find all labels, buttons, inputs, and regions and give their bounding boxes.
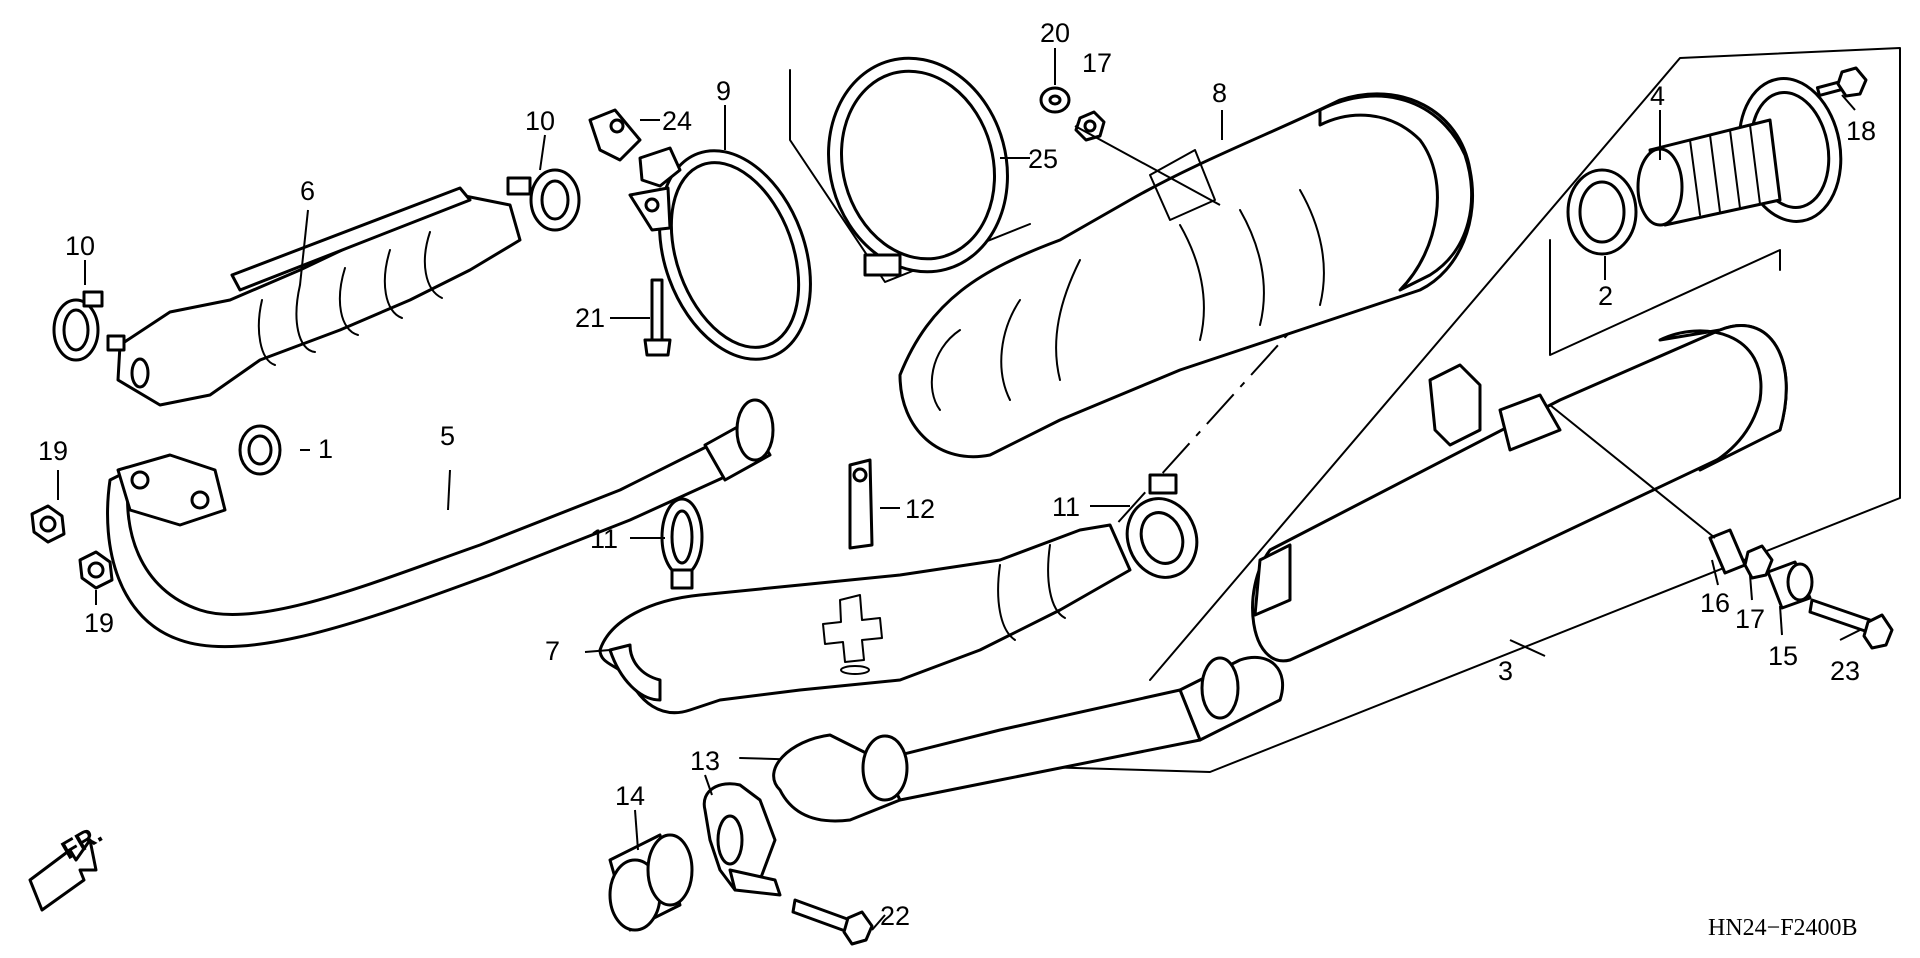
- hose-clamp-top: [506, 168, 581, 232]
- callout-11b: 11: [1052, 492, 1080, 522]
- callout-15: 15: [1768, 641, 1798, 671]
- rear-heat-shield: [598, 523, 1132, 715]
- exhaust-nut-lower: [78, 550, 114, 590]
- mount-bolt: [1808, 598, 1894, 650]
- callout-10a: 10: [65, 231, 95, 261]
- callout-22: 22: [880, 901, 910, 931]
- callout-16: 16: [1700, 588, 1730, 618]
- callout-19b: 19: [84, 608, 114, 638]
- pipe-clamp-right: [1125, 473, 1199, 579]
- callout-21: 21: [575, 303, 605, 333]
- callout-4: 4: [1650, 81, 1665, 111]
- spark-arrester: [1636, 77, 1843, 227]
- callout-7: 7: [545, 636, 560, 666]
- callout-8: 8: [1212, 78, 1227, 108]
- callout-labels: 1 2 3 4 5 6 7 8 9 10 10 11 11 12 13 14 1…: [38, 18, 1876, 931]
- hose-clamp-left: [52, 290, 104, 362]
- callout-23: 23: [1830, 656, 1860, 686]
- callout-9: 9: [716, 76, 731, 106]
- washer-top: [1039, 86, 1071, 114]
- callout-14: 14: [615, 781, 645, 811]
- muffler-protector: [898, 92, 1475, 459]
- muffler: [772, 324, 1788, 823]
- exhaust-pipe: [106, 398, 775, 649]
- callout-3: 3: [1498, 656, 1513, 686]
- callout-2: 2: [1598, 281, 1613, 311]
- callout-20: 20: [1040, 18, 1070, 48]
- callout-11a: 11: [590, 524, 618, 554]
- exhaust-nut-upper: [30, 504, 66, 544]
- pipe-clamp-left: [660, 497, 704, 590]
- muffler-band: [628, 146, 812, 361]
- drawing-code: HN24−F2400B: [1708, 915, 1858, 941]
- callout-25: 25: [1028, 144, 1058, 174]
- leader-lines: [57, 48, 1861, 931]
- clip-nut: [588, 108, 642, 162]
- callout-18: 18: [1846, 116, 1876, 146]
- callout-10b: 10: [525, 106, 555, 136]
- clamp-bolt: [791, 898, 874, 946]
- callout-6: 6: [300, 176, 315, 206]
- callout-1: 1: [318, 434, 333, 464]
- front-heat-shield: [106, 186, 522, 407]
- callout-17b: 17: [1735, 604, 1765, 634]
- callout-13: 13: [690, 746, 720, 776]
- protector-band: [827, 56, 1009, 277]
- callout-17a: 17: [1082, 48, 1112, 78]
- arrester-gasket: [1566, 168, 1638, 256]
- exhaust-gasket: [238, 424, 282, 476]
- arrester-bolt: [1815, 66, 1868, 98]
- front-direction-marker: FR.: [28, 818, 107, 912]
- callout-12: 12: [905, 494, 935, 524]
- mount-collar-small: [1708, 528, 1747, 575]
- tailpipe-clamp: [702, 782, 782, 897]
- callout-5: 5: [440, 421, 455, 451]
- callout-19a: 19: [38, 436, 68, 466]
- mount-collar-large: [1766, 560, 1814, 610]
- mount-flange-nut: [1743, 544, 1774, 580]
- band-bolt: [643, 278, 672, 357]
- pipe-stay: [848, 458, 874, 550]
- callout-24: 24: [662, 106, 692, 136]
- flange-nut-top: [1074, 110, 1106, 142]
- tailpipe-protector: [608, 833, 694, 932]
